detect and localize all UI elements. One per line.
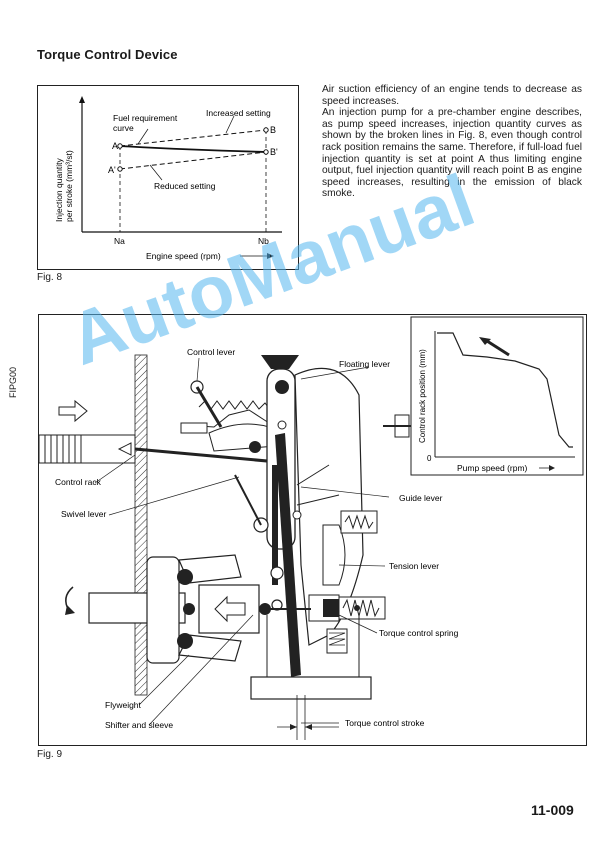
label-control-rack: Control rack <box>55 477 102 487</box>
tension-lever <box>275 433 301 677</box>
label-torque-control-stroke: Torque control stroke <box>345 718 425 728</box>
label-swivel-lever: Swivel lever <box>61 509 107 519</box>
base-block <box>250 676 372 700</box>
fig8-point-b: B <box>270 125 276 135</box>
label-floating-lever: Floating lever <box>339 359 390 369</box>
housing-wall <box>134 354 148 696</box>
fig8-label-fuel-2: curve <box>113 123 134 133</box>
fig8-caption: Fig. 8 <box>37 272 63 283</box>
fig8-svg: A A' B B' Fuel requirement curve Increas… <box>54 96 282 261</box>
inset-xlabel: Pump speed (rpm) <box>457 463 528 473</box>
fig9-caption: Fig. 9 <box>37 749 63 760</box>
governor-spring <box>198 400 272 412</box>
label-flyweight: Flyweight <box>105 700 142 710</box>
fig8-label-fuel-1: Fuel requirement <box>113 113 178 123</box>
label-torque-control-spring: Torque control spring <box>379 628 459 638</box>
fig8-ylabel-2: per stroke (mm³/st) <box>64 150 74 222</box>
fig8-increased-line <box>119 129 267 147</box>
fig8-point-b-prime: B' <box>270 147 278 157</box>
inset-ylabel: Control rack position (mm) <box>418 349 427 443</box>
section-title: Torque Control Device <box>37 47 178 62</box>
label-tension-lever: Tension lever <box>389 561 439 571</box>
control-rack-link <box>134 447 290 465</box>
fig8-xlabel: Engine speed (rpm) <box>146 251 221 261</box>
fig8-point-a: A <box>112 141 118 151</box>
fig8-label-increased: Increased setting <box>206 108 271 118</box>
label-guide-lever: Guide lever <box>399 493 443 503</box>
fig8-point-a-prime: A' <box>108 165 116 175</box>
body-text: Air suction efficiency of an engine tend… <box>322 84 582 200</box>
fig8-tick-na: Na <box>114 236 125 246</box>
paragraph-2: An injection pump for a pre-chamber engi… <box>322 107 582 200</box>
fig8-graph: A A' B B' Fuel requirement curve Increas… <box>37 85 299 270</box>
fig8-tick-nb: Nb <box>258 236 269 246</box>
side-code: FIPG00 <box>8 366 18 398</box>
inset-curve <box>437 332 573 448</box>
fig9-svg: 0 Pump speed (rpm) Control rack position… <box>39 316 584 740</box>
fig9-diagram: 0 Pump speed (rpm) Control rack position… <box>38 314 587 746</box>
fig8-label-reduced: Reduced setting <box>154 181 216 191</box>
torque-spring-housing <box>338 596 386 620</box>
fig8-ylabel-1: Injection quantity <box>54 157 64 222</box>
page-number: 11-009 <box>531 802 574 818</box>
flyweight-holder <box>146 556 180 664</box>
inset-origin: 0 <box>427 454 432 463</box>
label-control-lever: Control lever <box>187 347 235 357</box>
paragraph-1: Air suction efficiency of an engine tend… <box>322 84 582 107</box>
label-shifter-sleeve: Shifter and sleeve <box>105 720 173 730</box>
input-arrow <box>58 399 88 423</box>
fig8-reduced-line <box>119 151 267 170</box>
inset-graph <box>410 316 584 476</box>
fig8-fuel-curve <box>119 145 267 153</box>
swivel-lever-link <box>234 474 262 526</box>
